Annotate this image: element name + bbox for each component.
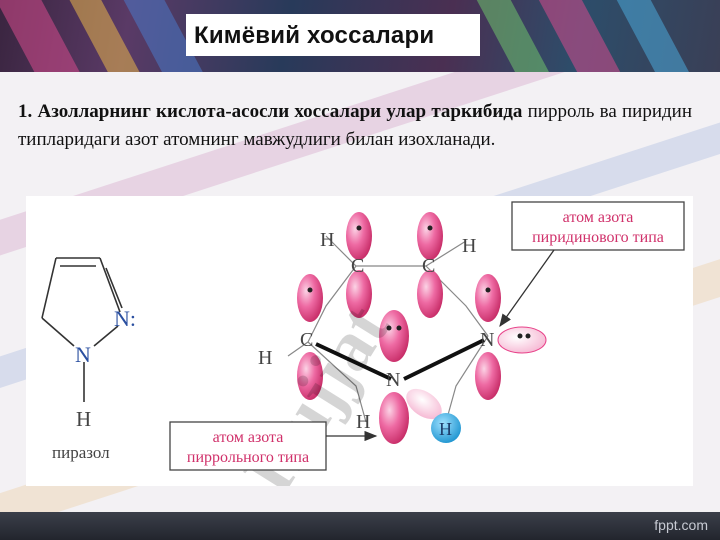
pyrrole-label-line1: атом азота xyxy=(213,429,284,446)
atom-h-blue: H xyxy=(439,419,452,439)
footer-band: fppt.com xyxy=(0,512,720,540)
pyrazole-structure xyxy=(41,257,123,402)
atom-h-top-right: H xyxy=(462,235,476,257)
paragraph-bold: 1. Азолларнинг кислота-асосли хоссалари … xyxy=(18,101,523,122)
atom-h-bottom: H xyxy=(356,411,370,433)
pyrazole-caption: пиразол xyxy=(52,443,110,462)
pyrazole-n-lower: N xyxy=(75,342,91,367)
atom-n-center: N xyxy=(386,369,400,391)
decor-stripe xyxy=(604,0,706,72)
pyridine-label-line1: атом азота xyxy=(563,209,634,226)
figure-panel: N: N H пиразол xyxy=(26,196,693,506)
pyridine-label-line2: пиридинового типа xyxy=(532,229,664,246)
hydrogen-sphere xyxy=(431,413,461,443)
slide-title: Кимёвий хоссалари xyxy=(186,14,480,56)
bond-c-n xyxy=(315,342,392,381)
pyridine-arrow xyxy=(499,249,555,328)
footer-brand: fppt.com xyxy=(654,517,708,533)
pyrazole-h-bottom: H xyxy=(76,407,91,431)
pyrrole-label-line2: пиррольного типа xyxy=(187,449,309,466)
header-band: Кимёвий хоссалари xyxy=(0,0,720,72)
p-orbitals xyxy=(297,212,547,444)
figure-svg: N: N H пиразол xyxy=(41,201,685,506)
atom-c-top-right: C xyxy=(422,255,435,277)
ring-frame xyxy=(287,235,489,423)
atom-n-right: N xyxy=(480,329,494,351)
bond-n-n xyxy=(403,338,485,381)
atom-h-left: H xyxy=(258,347,272,369)
atom-h-top-left: H xyxy=(320,229,334,251)
slide-content: 1. Азолларнинг кислота-асосли хоссалари … xyxy=(0,72,720,512)
pyrazole-n-upper: N: xyxy=(114,306,136,331)
pyridine-label-box xyxy=(511,201,685,251)
paragraph-regular: пирроль ва пиридин типларидаги азот атом… xyxy=(18,101,692,150)
atom-c-top-left: C xyxy=(351,255,364,277)
atom-c-left: C xyxy=(300,329,313,351)
description-paragraph: 1. Азолларнинг кислота-асосли хоссалари … xyxy=(18,98,692,154)
pyrrole-label-box xyxy=(169,421,327,471)
